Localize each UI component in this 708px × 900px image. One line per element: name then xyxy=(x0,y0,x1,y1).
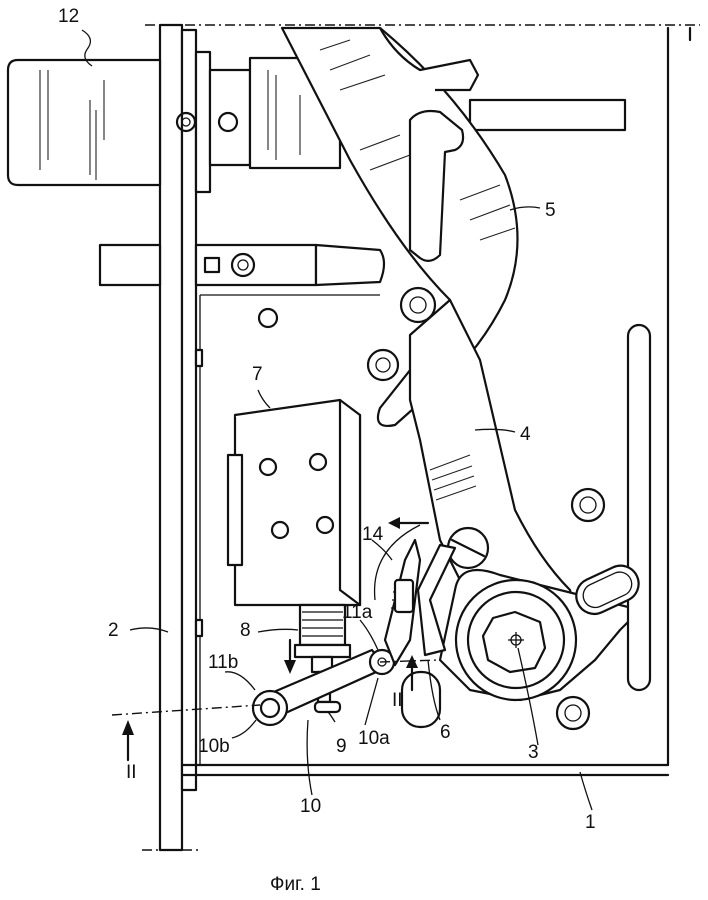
solenoid-7 xyxy=(226,398,362,714)
section-label-right: II xyxy=(392,690,403,711)
label-3: 3 xyxy=(528,742,539,763)
label-4: 4 xyxy=(520,424,531,445)
label-10: 10 xyxy=(300,796,321,817)
reference-labels: 12 5 7 4 14 2 8 11a 11b 10b 9 10a 6 3 10… xyxy=(58,6,596,833)
label-9: 9 xyxy=(336,736,347,757)
leader-lines xyxy=(81,29,593,811)
lock-housing xyxy=(142,23,700,852)
motion-arrows xyxy=(284,517,430,692)
label-8: 8 xyxy=(240,620,251,641)
guide-bar xyxy=(98,243,386,287)
label-11b: 11b xyxy=(208,652,238,673)
label-7: 7 xyxy=(252,364,263,385)
label-11a: 11a xyxy=(342,602,373,623)
guide-slots xyxy=(575,323,652,692)
label-1: 1 xyxy=(585,812,596,833)
label-12: 12 xyxy=(58,6,79,27)
label-10b: 10b xyxy=(198,736,230,757)
label-2: 2 xyxy=(108,620,119,641)
label-6: 6 xyxy=(440,722,451,743)
label-10a: 10a xyxy=(358,728,390,749)
label-5: 5 xyxy=(545,200,556,221)
label-14: 14 xyxy=(362,524,384,545)
section-label-left: II xyxy=(126,762,137,783)
figure-caption: Фиг. 1 xyxy=(270,874,321,895)
